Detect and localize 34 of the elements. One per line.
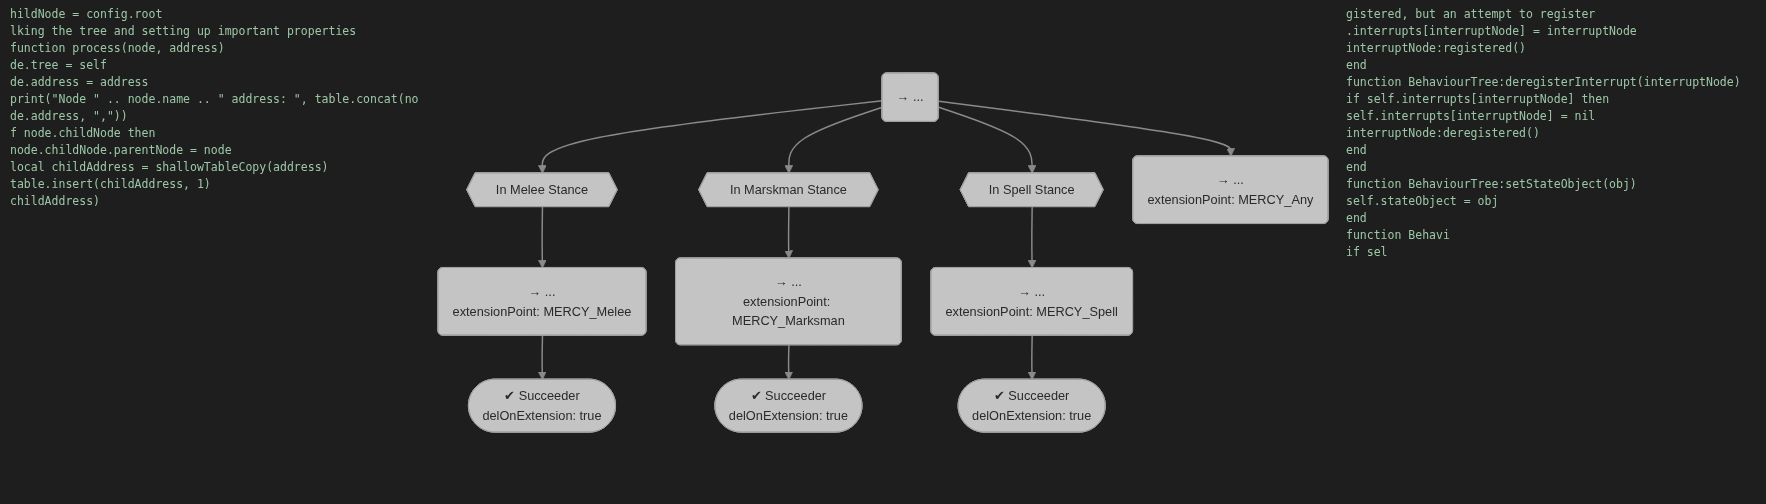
code-line: print("Node " .. node.name .. " address: ", table.concat(node.address, ",")) bbox=[10, 91, 420, 125]
code-line: function process(node, address) bbox=[10, 40, 225, 57]
code-line: lking the tree and setting up important properties bbox=[10, 23, 357, 40]
code-line: self.stateObject = obj bbox=[1346, 193, 1499, 210]
arrow bbox=[938, 106, 1037, 174]
code-line: f node.childNode then bbox=[10, 125, 156, 142]
code-line: table.insert(childAddress, 1) bbox=[10, 176, 211, 193]
code-line: childAddress) bbox=[10, 193, 100, 210]
code-line: function BehaviourTree:setStateObject(obj) bbox=[1346, 176, 1637, 193]
code-line: de.address = address bbox=[10, 74, 149, 91]
code-line: node.childNode.parentNode = node bbox=[10, 142, 232, 159]
code-line: if self.interrupts[interruptNode] then bbox=[1346, 91, 1610, 108]
arrow bbox=[537, 334, 547, 380]
arrow bbox=[784, 344, 793, 380]
arrow bbox=[784, 205, 793, 259]
code-line: hildNode = config.root bbox=[10, 6, 163, 23]
code-line: function Behavi bbox=[1346, 227, 1450, 244]
code-line: end bbox=[1346, 159, 1367, 176]
code-line: self.interrupts[interruptNode] = nil bbox=[1346, 108, 1596, 125]
arrow bbox=[538, 205, 547, 268]
code-line: .interrupts[interruptNode] = interruptNode bbox=[1346, 23, 1637, 40]
code-line: interruptNode:deregistered() bbox=[1346, 125, 1540, 142]
code-line: end bbox=[1346, 142, 1367, 159]
code-line: de.tree = self bbox=[10, 57, 107, 74]
code-line: interruptNode:registered() bbox=[1346, 40, 1526, 57]
code-line: local childAddress = shallowTableCopy(address) bbox=[10, 159, 329, 176]
arrow bbox=[1027, 334, 1037, 380]
code-line: end bbox=[1346, 57, 1367, 74]
code-line: if sel bbox=[1346, 244, 1388, 261]
arrow bbox=[1027, 205, 1037, 268]
code-line: function BehaviourTree:deregisterInterrupt(interruptNode) bbox=[1346, 74, 1741, 91]
arrow bbox=[938, 100, 1235, 157]
code-line: gistered, but an attempt to register bbox=[1346, 6, 1596, 23]
code-line: end bbox=[1346, 210, 1367, 227]
